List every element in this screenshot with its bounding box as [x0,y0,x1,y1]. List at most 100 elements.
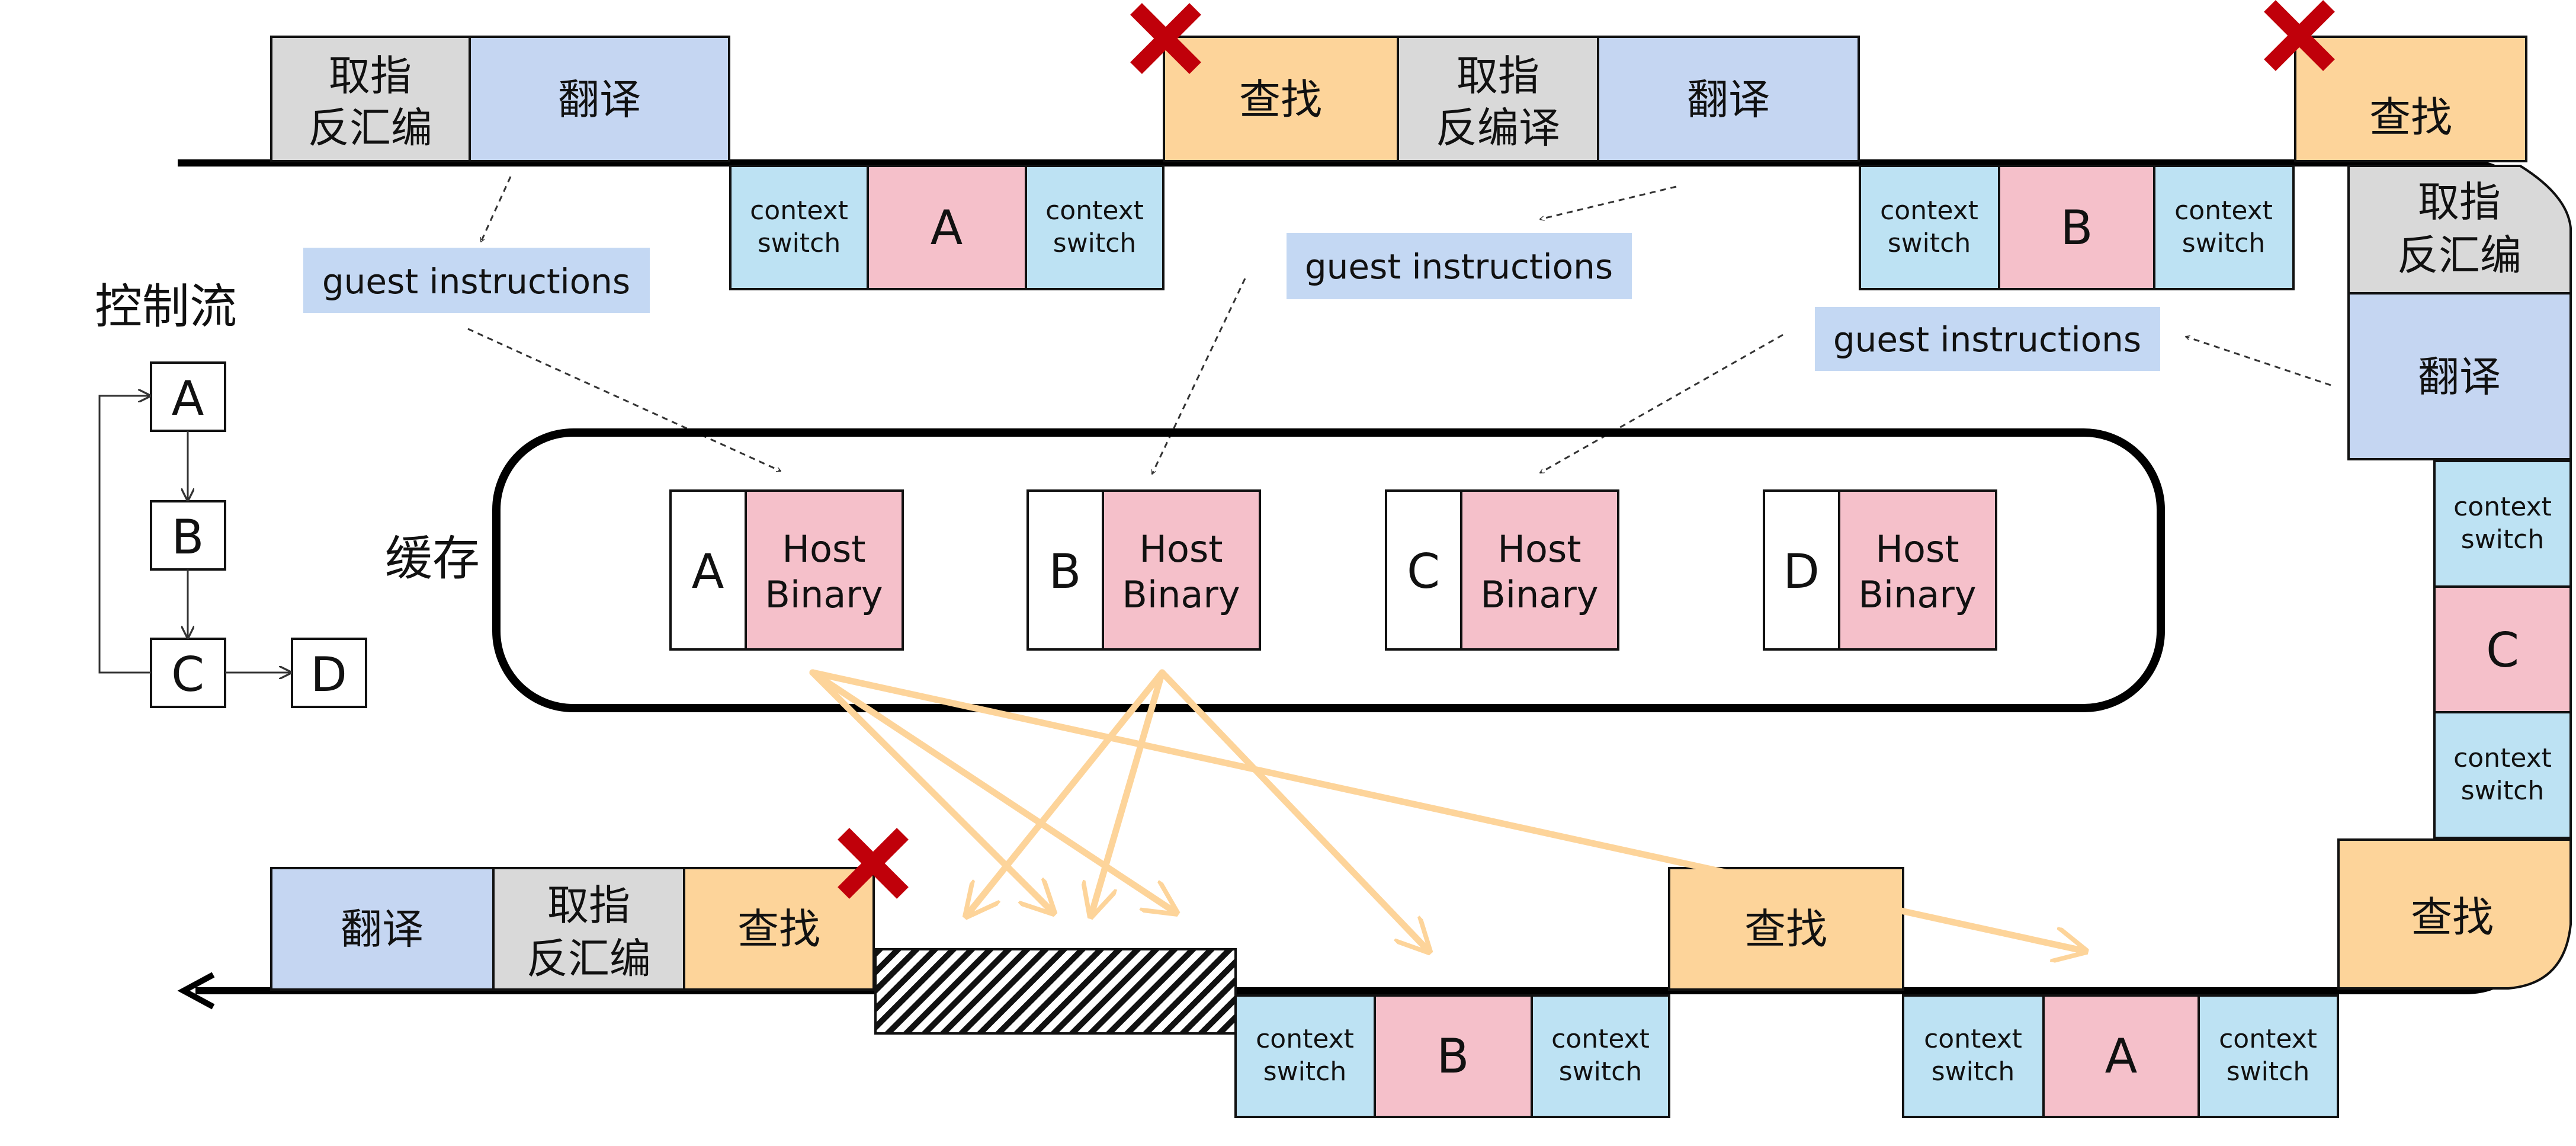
svg-text:context: context [1045,196,1144,226]
top-cs-b-left: context switch [1859,165,2000,290]
top-translate-1: 翻译 [469,36,730,162]
cf-node-c: C [150,638,226,708]
svg-text:switch: switch [1932,1057,2014,1087]
svg-text:C: C [1407,544,1440,599]
cross-mark-1 [1130,3,1201,74]
svg-text:反汇编: 反汇编 [2397,231,2522,280]
cf-node-d: D [291,638,367,708]
svg-text:取指: 取指 [547,881,630,930]
cache-entry-c: C Host Binary [1385,489,1619,651]
svg-text:A: A [931,200,963,255]
svg-text:switch: switch [2182,228,2265,258]
cache-label: 缓存 [385,531,480,586]
bottom-cs-b-right: context switch [1531,994,1670,1118]
cache-container [492,428,2165,712]
right-fetch-disasm: 取指 反汇编 [2347,165,2572,294]
svg-text:switch: switch [1053,228,1136,258]
bottom-translate: 翻译 [270,867,495,991]
cache-entry-d: D Host Binary [1763,489,1997,651]
svg-text:switch: switch [1888,228,1971,258]
svg-text:翻译: 翻译 [1687,75,1770,124]
svg-text:context: context [750,196,848,226]
svg-text:反汇编: 反汇编 [308,104,432,152]
cf-edges [98,396,291,673]
svg-text:switch: switch [2227,1057,2309,1087]
svg-text:翻译: 翻译 [558,75,641,124]
svg-text:C: C [171,647,204,702]
guest-instructions-label-2: guest instructions [1287,233,1632,299]
svg-text:switch: switch [2461,776,2544,806]
top-block-a: A [867,165,1027,290]
right-block-c: C [2433,585,2572,713]
svg-text:反编译: 反编译 [1436,104,1560,152]
svg-text:guest instructions: guest instructions [1833,319,2141,360]
svg-text:Binary: Binary [765,573,883,616]
cache-hit-arrows [809,669,2085,951]
top-cs-a-left: context switch [729,165,869,290]
top-translate-2: 翻译 [1597,36,1860,162]
svg-text:查找: 查找 [737,905,820,953]
svg-text:context: context [2453,492,2552,522]
top-block-b: B [1998,165,2155,290]
bottom-cs-a-left: context switch [1902,994,2045,1118]
svg-text:B: B [1049,544,1082,599]
svg-text:取指: 取指 [2418,178,2501,226]
guest-instructions-label-3: guest instructions [1815,307,2160,371]
svg-text:context: context [2453,743,2552,773]
svg-text:D: D [310,647,347,702]
svg-text:查找: 查找 [1239,75,1322,124]
right-translate: 翻译 [2347,292,2572,460]
cross-mark-3 [838,828,909,899]
svg-text:context: context [2219,1024,2317,1054]
timeline-arrowhead [177,972,215,1010]
svg-text:context: context [1924,1024,2022,1054]
svg-text:guest instructions: guest instructions [1305,247,1613,287]
top-fetch-decomp: 取指 反编译 [1397,36,1599,162]
svg-text:Binary: Binary [1858,573,1976,616]
svg-text:查找: 查找 [2411,893,2494,942]
svg-text:A: A [172,371,204,426]
top-fetch-disasm-1: 取指 反汇编 [270,36,471,162]
svg-text:A: A [2105,1029,2138,1084]
bottom-fetch-disasm: 取指 反汇编 [492,867,685,991]
cf-node-a: A [150,361,226,432]
svg-text:反汇编: 反汇编 [527,934,651,983]
svg-text:B: B [1437,1029,1470,1084]
svg-text:A: A [692,544,724,599]
hatched-block [874,948,1237,1035]
right-cs-c-top: context switch [2433,460,2572,588]
svg-text:Binary: Binary [1122,573,1240,616]
svg-text:context: context [1551,1024,1650,1054]
svg-text:取指: 取指 [329,52,412,100]
svg-text:context: context [1256,1024,1354,1054]
cache-entry-b: B Host Binary [1026,489,1261,651]
svg-text:D: D [1783,544,1820,599]
svg-text:context: context [2174,196,2273,226]
control-flow-title: 控制流 [95,279,237,334]
svg-text:Host: Host [1497,527,1581,571]
svg-text:context: context [1880,196,1978,226]
bottom-block-b: B [1374,994,1533,1118]
svg-text:Host: Host [1139,527,1223,571]
top-cs-a-right: context switch [1025,165,1165,290]
top-cs-b-right: context switch [2153,165,2295,290]
cross-mark-2 [2264,0,2335,71]
svg-text:查找: 查找 [1744,905,1827,953]
right-lookup: 查找 [2337,838,2572,990]
svg-text:查找: 查找 [2369,93,2452,142]
cache-entry-a: A Host Binary [669,489,904,651]
svg-text:B: B [172,510,204,565]
svg-text:switch: switch [1263,1057,1346,1087]
svg-text:switch: switch [2461,524,2544,555]
svg-text:B: B [2061,200,2093,255]
dashed-connectors [467,176,2331,474]
top-lookup-2: 查找 [2294,36,2527,162]
cf-node-b: B [150,500,226,571]
svg-text:翻译: 翻译 [2418,353,2501,401]
svg-text:switch: switch [1559,1057,1642,1087]
guest-instructions-label-1: guest instructions [303,248,650,313]
svg-text:guest instructions: guest instructions [322,261,630,302]
top-lookup-1: 查找 [1163,36,1399,162]
svg-text:switch: switch [758,228,841,258]
